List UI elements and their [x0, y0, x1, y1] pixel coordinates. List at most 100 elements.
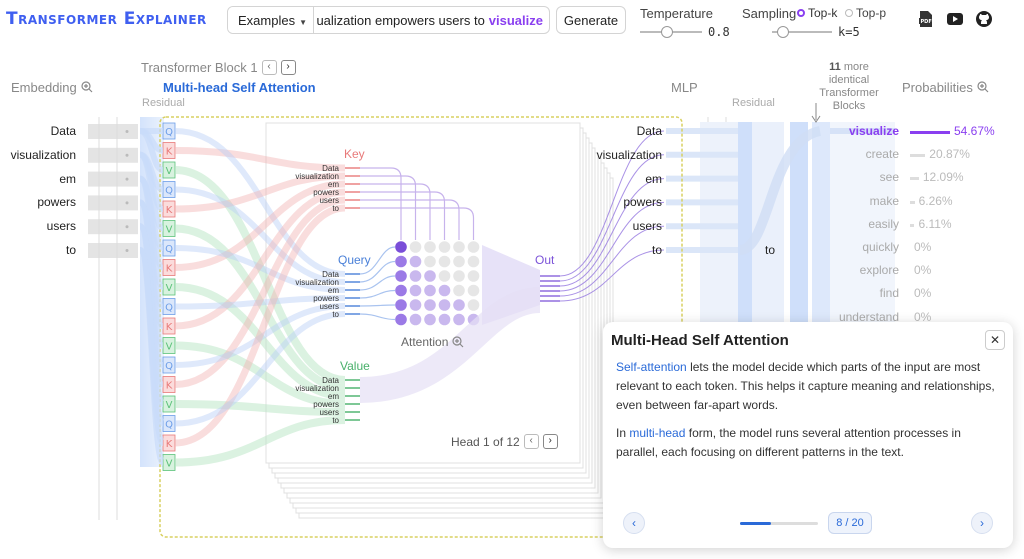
attention-weight-cell[interactable]	[438, 255, 451, 268]
attention-matrix[interactable]: Out	[359, 130, 665, 403]
attention-weight-cell[interactable]	[467, 299, 480, 311]
attention-weight-cell[interactable]	[409, 299, 422, 311]
attention-weight-cell[interactable]	[409, 313, 422, 326]
attention-weight-cell[interactable]	[424, 299, 436, 311]
self-attention-link[interactable]: Self-attention	[616, 360, 687, 374]
key-flow	[174, 147, 346, 172]
attention-weight-cell[interactable]	[395, 284, 407, 297]
block-next-button[interactable]: ›	[280, 60, 296, 75]
k-slider-knob[interactable]	[777, 26, 789, 38]
vector-token-label: to	[332, 416, 339, 425]
k-slider[interactable]	[772, 26, 832, 38]
attention-weight-cell[interactable]	[467, 270, 480, 282]
head-next-button[interactable]: ›	[542, 434, 558, 449]
attention-weight-cell[interactable]	[438, 284, 451, 297]
input-token[interactable]: visualization	[10, 147, 76, 162]
input-token[interactable]: powers	[37, 195, 76, 210]
attention-output-token[interactable]: users	[632, 219, 662, 234]
input-token[interactable]: em	[59, 171, 76, 186]
card-prev-button[interactable]: ‹	[623, 512, 645, 534]
embedding-label[interactable]: Embedding	[11, 80, 93, 95]
attention-weight-cell[interactable]	[409, 284, 422, 297]
radio-top-k[interactable]: Top-k	[797, 6, 837, 20]
embedding-vector[interactable]	[88, 195, 138, 211]
attention-weight-cell[interactable]	[395, 313, 407, 326]
attention-weight-cell[interactable]	[467, 284, 480, 297]
attention-output-token[interactable]: em	[645, 171, 662, 186]
radio-top-p[interactable]: Top-p	[845, 6, 886, 20]
close-icon[interactable]: ✕	[985, 330, 1005, 350]
probability-value: 0%	[914, 240, 932, 254]
embedding-vector[interactable]	[88, 147, 138, 163]
attention-weight-cell[interactable]	[424, 255, 436, 268]
zoom-in-icon[interactable]	[81, 81, 93, 93]
attention-weight-cell[interactable]	[467, 255, 480, 268]
youtube-icon[interactable]	[946, 10, 964, 28]
embedding-vector[interactable]	[88, 243, 138, 258]
head-prev-button[interactable]: ‹	[523, 434, 539, 449]
attention-weight-cell[interactable]	[438, 313, 451, 326]
attention-weight-cell[interactable]	[395, 270, 407, 282]
attention-output-token[interactable]: visualization	[596, 147, 662, 162]
zoom-in-icon[interactable]	[977, 81, 989, 93]
app-logo[interactable]: Transformer Explainer	[6, 9, 207, 29]
input-token[interactable]: to	[65, 243, 76, 257]
input-token[interactable]: users	[46, 219, 76, 234]
attention-weight-cell[interactable]	[409, 270, 422, 282]
generate-button[interactable]: Generate	[556, 6, 626, 34]
attention-weight-cell[interactable]	[453, 313, 465, 326]
attention-weight-cell[interactable]	[424, 270, 436, 282]
temperature-slider-knob[interactable]	[661, 26, 674, 38]
embedding-vector[interactable]	[88, 171, 138, 187]
attention-output-token[interactable]: Data	[636, 124, 662, 138]
attention-weight-cell[interactable]	[438, 299, 451, 311]
probability-word: find	[879, 286, 899, 301]
vector-token-label: Data	[322, 270, 339, 279]
attention-label[interactable]: Attention	[401, 335, 464, 349]
input-token[interactable]: Data	[50, 124, 76, 138]
attention-weight-cell[interactable]	[409, 255, 422, 268]
attention-weight-cell[interactable]	[453, 284, 465, 297]
mha-label[interactable]: Multi-head Self Attention	[163, 80, 316, 95]
attention-weight-cell[interactable]	[453, 255, 465, 268]
attention-weight-cell[interactable]	[409, 241, 422, 253]
mlp-label[interactable]: MLP	[671, 80, 698, 95]
attention-weight-cell[interactable]	[424, 284, 436, 297]
attention-weight-cell[interactable]	[395, 299, 407, 311]
pdf-icon[interactable]: PDF	[917, 10, 935, 28]
attention-weight-cell[interactable]	[453, 241, 465, 253]
attention-weight-cell[interactable]	[453, 270, 465, 282]
temperature-slider[interactable]	[640, 26, 702, 38]
examples-dropdown[interactable]: Examples▼	[228, 7, 314, 33]
attention-weight-cell[interactable]	[438, 241, 451, 253]
multi-head-link[interactable]: multi-head	[629, 426, 686, 440]
embedding-vector[interactable]	[88, 219, 138, 235]
attention-weight-cell[interactable]	[424, 313, 436, 326]
zoom-in-icon[interactable]	[452, 336, 464, 348]
attention-weight-cell[interactable]	[453, 299, 465, 311]
attention-weight-cell[interactable]	[395, 255, 407, 268]
attention-vector-label: Query	[338, 253, 371, 267]
block-prev-button[interactable]: ‹	[261, 60, 277, 75]
github-icon[interactable]	[975, 10, 993, 28]
embedding-vector[interactable]	[88, 124, 138, 139]
attention-weight-cell[interactable]	[467, 241, 480, 253]
probability-value: 54.67%	[954, 124, 995, 138]
attention-output-token[interactable]: powers	[623, 195, 662, 210]
attention-weight-cell[interactable]	[424, 241, 436, 253]
probabilities-label[interactable]: Probabilities	[902, 80, 989, 95]
attention-weight-cell[interactable]	[395, 241, 407, 253]
attention-output-token[interactable]: to	[651, 243, 662, 257]
card-next-button[interactable]: ›	[971, 512, 993, 534]
attention-weight-cell[interactable]	[438, 270, 451, 282]
